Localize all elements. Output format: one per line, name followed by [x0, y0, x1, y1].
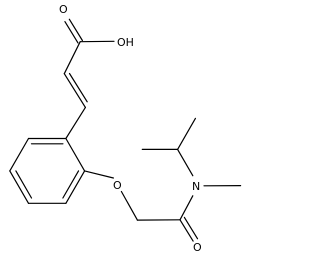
bond-ring-o	[83, 170, 115, 179]
acid-carbonyl-oxygen-label: O	[59, 3, 68, 16]
bond-n-ch	[177, 148, 194, 177]
amide-nitrogen-label: N	[192, 180, 200, 193]
ether-oxygen-label: O	[113, 179, 122, 192]
bond-co-n	[179, 195, 194, 221]
ring-bond-5	[65, 170, 86, 204]
ring-bond-6	[65, 137, 86, 172]
amide-carbonyl-oxygen-label: O	[193, 241, 202, 254]
bond-ch-methyl-up	[177, 117, 196, 150]
ring-bond-2	[9, 137, 30, 172]
bond-co-o	[179, 219, 194, 242]
bond-alkene-inner	[68, 72, 88, 103]
hydroxyl-label: OH	[117, 36, 134, 49]
ring-bond-3	[9, 170, 30, 204]
ring-bond-3-inner	[15, 170, 33, 199]
bond-alkene-ring	[65, 106, 87, 140]
bond-o-ch2	[120, 190, 138, 221]
ring-bond-5-inner	[62, 170, 80, 199]
structure-diagram: OH O O N O	[9, 3, 242, 254]
bonds	[9, 18, 242, 242]
bond-acid-c-alkene	[63, 41, 81, 75]
bond-c-o-double-inner	[64, 21, 79, 44]
bond-co-o-inner	[183, 216, 199, 240]
bond-alkene	[63, 73, 87, 109]
bond-c-o-double	[68, 18, 84, 42]
atom-labels: OH O O N O	[59, 3, 202, 254]
